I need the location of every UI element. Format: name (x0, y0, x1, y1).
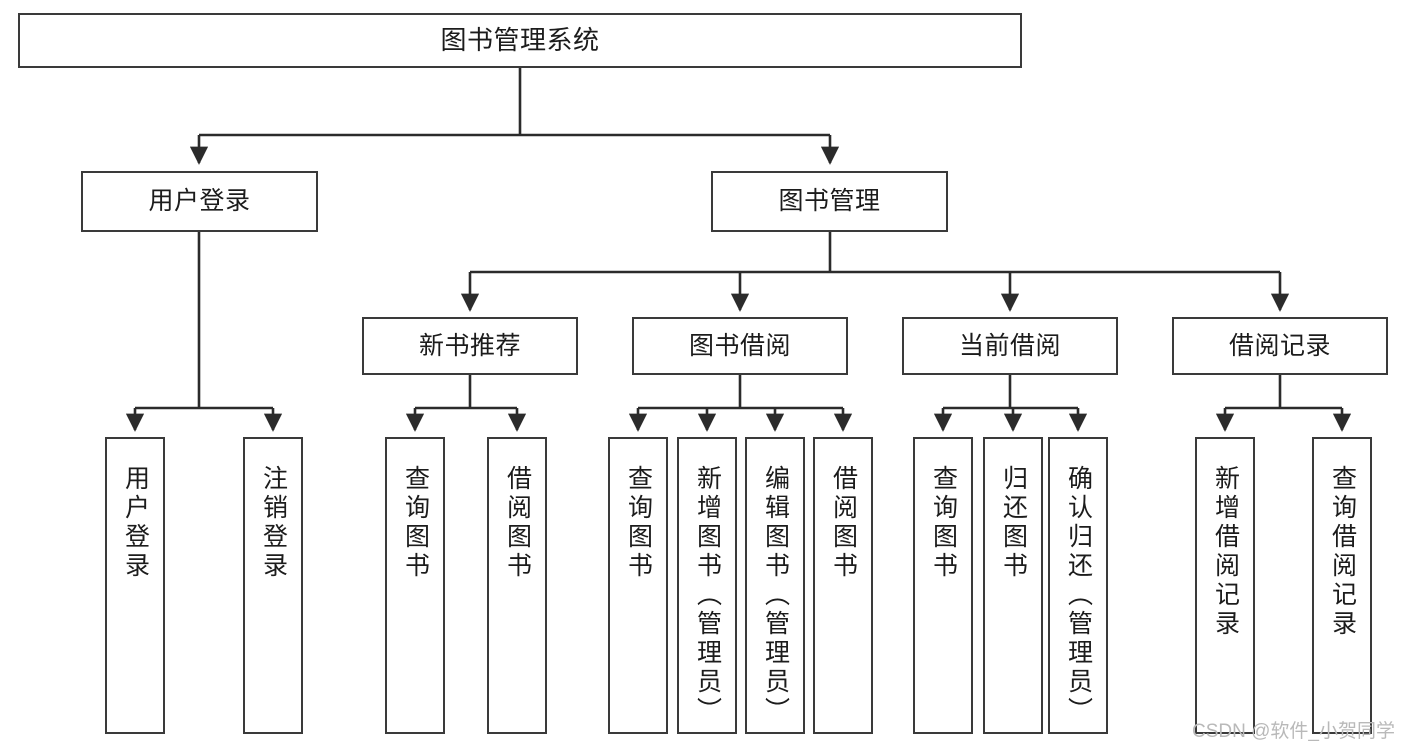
node-label: 新增图书（管理员） (693, 465, 722, 726)
node-label: 查询图书 (624, 465, 653, 581)
node-label: 查询图书 (929, 465, 958, 581)
leaf-user-login[interactable]: 用户登录 (105, 437, 165, 734)
node-label: 查询借阅记录 (1328, 465, 1357, 639)
node-label: 新增借阅记录 (1211, 465, 1240, 639)
node-label: 借阅图书 (829, 465, 858, 581)
leaf-newbook-query-books[interactable]: 查询图书 (385, 437, 445, 734)
node-label: 用户登录 (121, 465, 150, 581)
node-label: 图书借阅 (688, 331, 791, 360)
node-current-borrowing[interactable]: 当前借阅 (902, 317, 1118, 375)
node-book-management[interactable]: 图书管理 (711, 171, 948, 232)
node-label: 借阅图书 (503, 465, 532, 581)
leaf-current-query-books[interactable]: 查询图书 (913, 437, 973, 734)
node-user-login[interactable]: 用户登录 (81, 171, 318, 232)
node-label: 借阅记录 (1228, 331, 1331, 360)
node-label: 图书管理系统 (440, 25, 600, 56)
leaf-borrow-add-book-admin[interactable]: 新增图书（管理员） (677, 437, 737, 734)
leaf-user-logout[interactable]: 注销登录 (243, 437, 303, 734)
node-label: 用户登录 (148, 187, 251, 215)
node-label: 编辑图书（管理员） (761, 465, 790, 726)
node-label: 确认归还（管理员） (1064, 465, 1093, 726)
leaf-newbook-borrow-books[interactable]: 借阅图书 (487, 437, 547, 734)
node-label: 查询图书 (401, 465, 430, 581)
csdn-watermark: CSDN @软件_小贺同学 (1192, 721, 1395, 742)
node-label: 归还图书 (999, 465, 1028, 581)
leaf-borrow-lend-books[interactable]: 借阅图书 (813, 437, 873, 734)
leaf-record-query-borrowing-record[interactable]: 查询借阅记录 (1312, 437, 1372, 734)
node-new-book-recommendation[interactable]: 新书推荐 (362, 317, 578, 375)
leaf-borrow-edit-book-admin[interactable]: 编辑图书（管理员） (745, 437, 805, 734)
node-borrowing-records[interactable]: 借阅记录 (1172, 317, 1388, 375)
node-label: 注销登录 (259, 465, 288, 581)
leaf-current-confirm-return-admin[interactable]: 确认归还（管理员） (1048, 437, 1108, 734)
node-book-borrowing[interactable]: 图书借阅 (632, 317, 848, 375)
leaf-borrow-query-books[interactable]: 查询图书 (608, 437, 668, 734)
node-label: 新书推荐 (418, 331, 521, 360)
node-label: 当前借阅 (958, 331, 1061, 360)
node-label: 图书管理 (778, 187, 881, 215)
leaf-current-return-books[interactable]: 归还图书 (983, 437, 1043, 734)
node-root-system[interactable]: 图书管理系统 (18, 13, 1022, 68)
leaf-record-add-borrowing-record[interactable]: 新增借阅记录 (1195, 437, 1255, 734)
